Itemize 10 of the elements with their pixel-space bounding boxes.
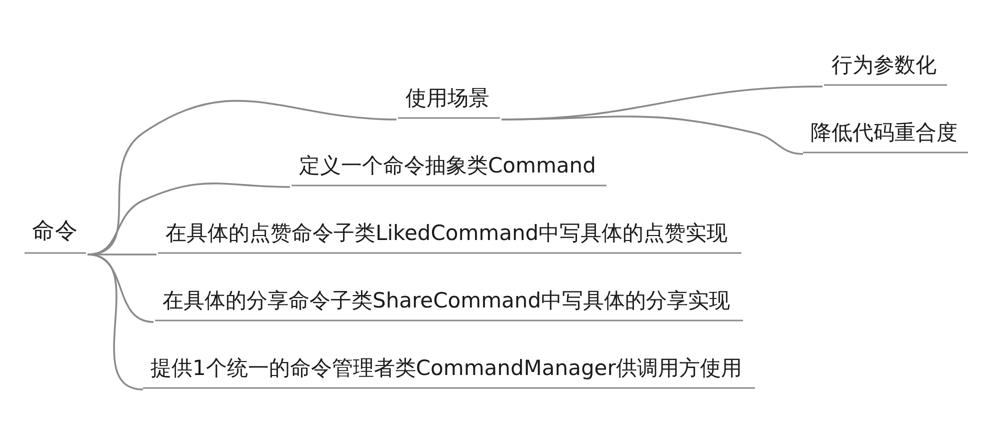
node-text: 在具体的分享命令子类ShareCommand中写具体的分享实现 [162, 288, 730, 312]
node-text: 降低代码重合度 [810, 120, 958, 144]
node-text: 提供1个统一的命令管理者类CommandManager供调用方使用 [150, 355, 742, 380]
connector [502, 115, 804, 154]
node-text: 命令 [32, 218, 78, 244]
node-text: 定义一个命令抽象类Command [299, 152, 596, 177]
connector [87, 253, 144, 390]
node-text: 行为参数化 [832, 52, 936, 76]
node-text: 在具体的点赞命令子类LikedCommand中写具体的点赞实现 [166, 220, 728, 244]
node-text: 使用场景 [406, 85, 490, 110]
